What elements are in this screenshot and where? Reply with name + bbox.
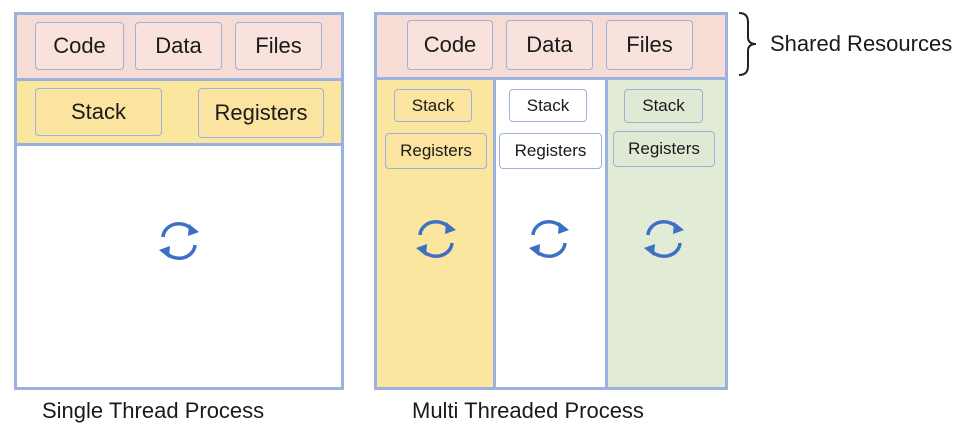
single-caption: Single Thread Process bbox=[42, 398, 265, 423]
shared-resources-label: Shared Resources bbox=[770, 31, 953, 56]
thread-column-1 bbox=[377, 80, 493, 387]
single-data-box: Data bbox=[135, 22, 222, 70]
single-stack-box: Stack bbox=[35, 88, 162, 136]
thread-separator-2 bbox=[605, 80, 608, 387]
thread-3-stack-box: Stack bbox=[624, 89, 703, 123]
thread-column-2 bbox=[496, 80, 605, 387]
thread-separator-1 bbox=[493, 80, 496, 387]
multi-files-box: Files bbox=[606, 20, 693, 70]
single-divider-2 bbox=[17, 143, 341, 146]
multi-caption: Multi Threaded Process bbox=[412, 398, 644, 423]
multi-data-box: Data bbox=[506, 20, 593, 70]
circular-arrows-icon bbox=[159, 222, 199, 260]
curly-brace-icon bbox=[738, 12, 757, 76]
single-files-box: Files bbox=[235, 22, 322, 70]
single-thread-process bbox=[14, 12, 344, 390]
multi-code-box: Code bbox=[407, 20, 493, 70]
thread-1-stack-box: Stack bbox=[394, 89, 472, 122]
thread-3-registers-box: Registers bbox=[613, 131, 715, 167]
multi-divider bbox=[377, 77, 725, 80]
multi-thread-process bbox=[374, 12, 728, 390]
circular-arrows-icon bbox=[644, 220, 684, 258]
thread-2-stack-box: Stack bbox=[509, 89, 587, 122]
single-code-box: Code bbox=[35, 22, 124, 70]
thread-2-registers-box: Registers bbox=[499, 133, 602, 169]
circular-arrows-icon bbox=[529, 220, 569, 258]
single-registers-box: Registers bbox=[198, 88, 324, 138]
circular-arrows-icon bbox=[416, 220, 456, 258]
single-divider-1 bbox=[17, 78, 341, 81]
thread-1-registers-box: Registers bbox=[385, 133, 487, 169]
